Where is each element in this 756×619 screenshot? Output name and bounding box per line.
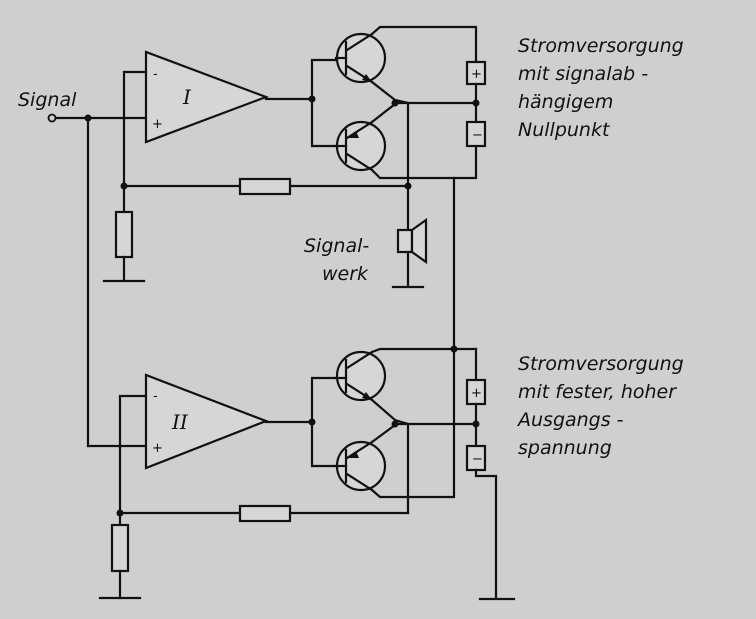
svg-text:−: − bbox=[472, 452, 483, 467]
signal-label: Signal bbox=[18, 89, 77, 111]
opamp-1-minus: - bbox=[153, 67, 158, 82]
svg-text:spannung: spannung bbox=[518, 437, 612, 459]
supply-cell-2-plus: + bbox=[465, 347, 487, 448]
svg-text:Nullpunkt: Nullpunkt bbox=[518, 119, 611, 141]
speaker-label-1: Signal- bbox=[304, 235, 369, 257]
feedback-resistor-2 bbox=[238, 504, 292, 523]
opamp-1-label: I bbox=[182, 85, 192, 109]
speaker: Signal- werk bbox=[304, 184, 428, 289]
supply-cell-1-minus: − bbox=[465, 120, 487, 148]
transistor-1a bbox=[334, 32, 387, 84]
transistor-2a bbox=[334, 350, 387, 402]
opamp-1: - + I bbox=[144, 50, 270, 144]
svg-text:Stromversorgung: Stromversorgung bbox=[518, 35, 684, 57]
ground-resistor-2 bbox=[110, 523, 130, 573]
signal-input: Signal bbox=[18, 89, 148, 123]
transistor-2b bbox=[334, 440, 387, 492]
supply-cell-1-plus: + bbox=[465, 58, 487, 124]
opamp-2: - + II bbox=[144, 373, 270, 470]
opamp-2-label: II bbox=[171, 410, 189, 434]
svg-text:−: − bbox=[472, 128, 483, 143]
opamp-2-plus: + bbox=[152, 441, 163, 456]
svg-text:mit signalab -: mit signalab - bbox=[518, 63, 648, 85]
svg-text:hängigem: hängigem bbox=[518, 91, 613, 113]
svg-text:+: + bbox=[471, 386, 482, 401]
supply-1-label: Stromversorgung mit signalab - hängigem … bbox=[518, 35, 684, 141]
supply-cell-2-minus: − bbox=[465, 444, 487, 472]
svg-text:Stromversorgung: Stromversorgung bbox=[518, 353, 684, 375]
transistor-1b bbox=[334, 120, 387, 172]
svg-text:Ausgangs -: Ausgangs - bbox=[516, 409, 624, 431]
ground-resistor-1 bbox=[114, 210, 134, 259]
supply-2-label: Stromversorgung mit fester, hoher Ausgan… bbox=[516, 353, 684, 459]
svg-text:mit fester, hoher: mit fester, hoher bbox=[518, 381, 677, 403]
opamp-1-plus: + bbox=[152, 117, 163, 132]
feedback-resistor-1 bbox=[238, 177, 292, 196]
input-terminal bbox=[47, 113, 57, 123]
svg-text:+: + bbox=[471, 67, 482, 82]
speaker-label-2: werk bbox=[322, 263, 369, 285]
opamp-2-minus: - bbox=[153, 389, 158, 404]
